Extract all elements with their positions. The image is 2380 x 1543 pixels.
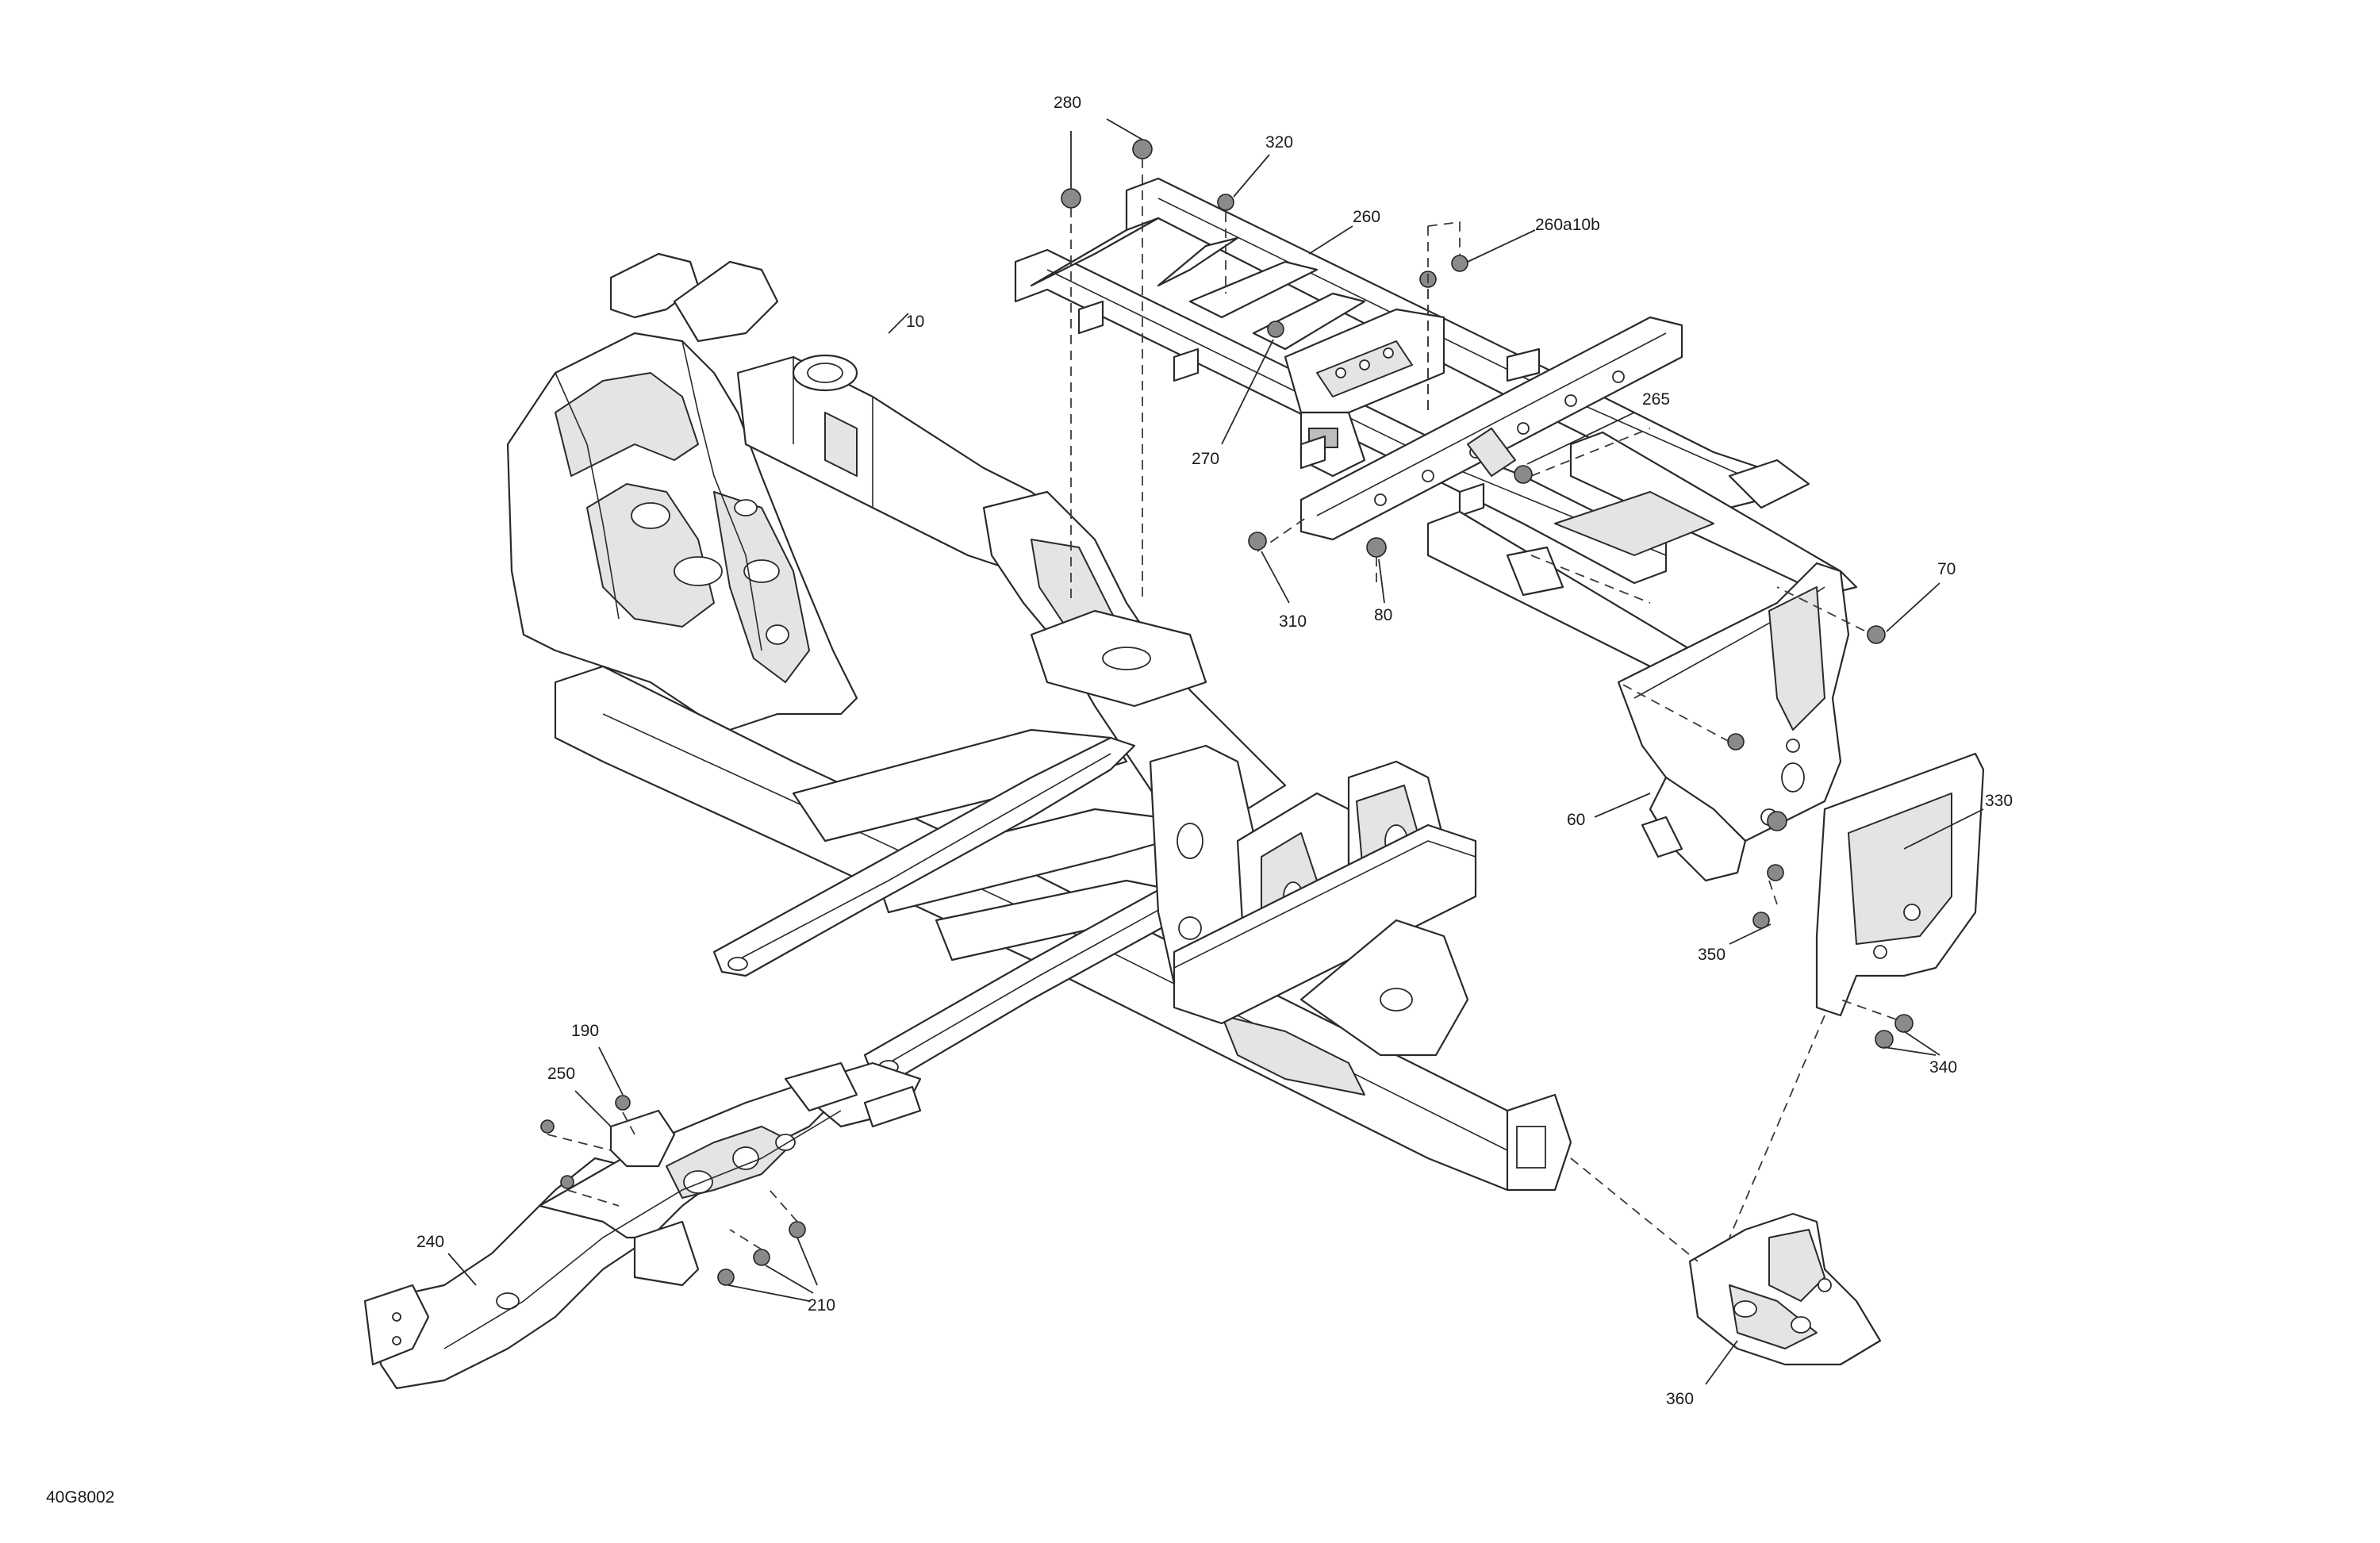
callout-210: 210 — [808, 1296, 835, 1315]
callout-360: 360 — [1666, 1390, 1694, 1408]
callout-260: 260 — [1353, 208, 1380, 226]
callout-265: 265 — [1642, 390, 1670, 409]
plate-part-330 — [1815, 752, 1985, 1017]
drawing-number: 40G8002 — [46, 1488, 115, 1507]
lower-bracket-part-360 — [1688, 1212, 1882, 1366]
callout-330: 330 — [1985, 792, 2013, 810]
callout-240: 240 — [416, 1233, 444, 1251]
assembly-lines — [547, 159, 1897, 1262]
callout-350: 350 — [1698, 946, 1726, 964]
callout-80: 80 — [1374, 606, 1392, 624]
callout-260a10b: 260a10b — [1535, 216, 1600, 234]
callout-70: 70 — [1937, 560, 1956, 578]
leader-lines — [447, 118, 1984, 1385]
callout-280: 280 — [1054, 94, 1081, 112]
callout-320: 320 — [1265, 133, 1293, 152]
fasteners — [540, 139, 1914, 1286]
callout-310: 310 — [1279, 612, 1307, 631]
main-frame-part-10 — [506, 252, 1572, 1192]
callout-10: 10 — [906, 313, 924, 331]
callout-250: 250 — [547, 1065, 575, 1083]
side-rail-part-240 — [363, 1061, 922, 1390]
upper-rear-frame-part-260 — [1014, 177, 1763, 585]
callout-190: 190 — [571, 1022, 599, 1040]
callout-60: 60 — [1567, 811, 1585, 829]
rear-bracket-part-60 — [1617, 562, 1850, 882]
callout-270: 270 — [1192, 450, 1219, 468]
callout-labels: 10 60 70 80 190 210 240 250 260 260a10b … — [416, 94, 2013, 1408]
callout-340: 340 — [1929, 1058, 1957, 1077]
